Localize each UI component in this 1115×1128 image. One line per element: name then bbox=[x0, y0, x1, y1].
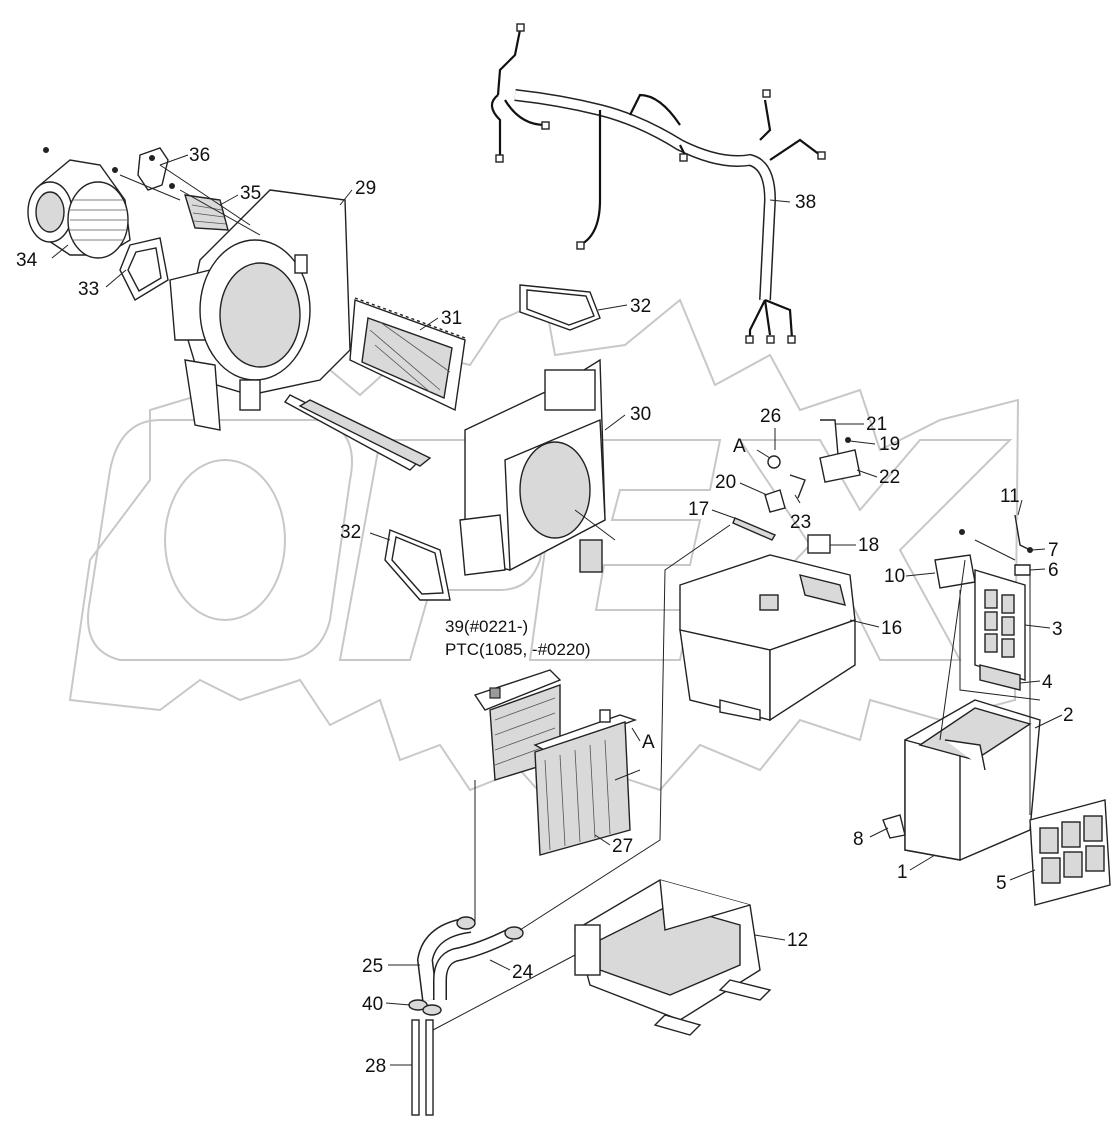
callout-32-top: 32 bbox=[630, 296, 651, 317]
callout-30: 30 bbox=[630, 404, 651, 425]
connection-lines bbox=[119, 164, 1041, 1031]
filter-element bbox=[283, 394, 432, 471]
callout-29: 29 bbox=[355, 178, 376, 199]
strip-4 bbox=[979, 664, 1021, 691]
callout-16: 16 bbox=[881, 618, 902, 639]
bracket-36 bbox=[112, 147, 175, 191]
wiring-harness-38 bbox=[490, 23, 826, 344]
callout-36: 36 bbox=[189, 145, 210, 166]
callout-23: 23 bbox=[790, 512, 811, 533]
filter-box-1 bbox=[904, 699, 1041, 861]
callout-labels: 36 35 29 34 33 31 32 30 32 38 26 21 19 2… bbox=[16, 145, 1074, 1077]
frame-31 bbox=[349, 297, 466, 412]
callout-22: 22 bbox=[879, 467, 900, 488]
ref-a-top: A bbox=[733, 436, 746, 457]
clamps-40 bbox=[408, 999, 442, 1016]
gasket-32-bottom bbox=[384, 529, 451, 601]
callout-20: 20 bbox=[715, 472, 736, 493]
callout-18: 18 bbox=[858, 535, 879, 556]
blower-motor-34 bbox=[27, 147, 131, 259]
callout-12: 12 bbox=[787, 930, 808, 951]
clip-8 bbox=[882, 814, 906, 839]
callout-40: 40 bbox=[362, 994, 383, 1015]
gasket-32-top bbox=[519, 284, 601, 331]
callout-39: 39(#0221-) bbox=[445, 617, 528, 636]
grille-5 bbox=[1029, 799, 1111, 906]
pipes-28 bbox=[411, 1019, 434, 1116]
callout-3: 3 bbox=[1052, 619, 1063, 640]
callout-32-bottom: 32 bbox=[340, 522, 361, 543]
callout-ptc: PTC(1085, -#0220) bbox=[445, 640, 591, 659]
hoses-24-25 bbox=[416, 916, 524, 1001]
callout-10: 10 bbox=[884, 566, 905, 587]
callout-4: 4 bbox=[1042, 672, 1053, 693]
callout-6: 6 bbox=[1048, 560, 1059, 581]
blower-case-29 bbox=[169, 189, 351, 431]
callout-38: 38 bbox=[795, 192, 816, 213]
actuator-parts bbox=[732, 419, 861, 554]
resistor-35 bbox=[184, 194, 229, 231]
gasket-33 bbox=[119, 237, 169, 301]
heater-core-27 bbox=[533, 709, 638, 856]
callout-17: 17 bbox=[688, 499, 709, 520]
callout-7: 7 bbox=[1048, 540, 1059, 561]
callout-35: 35 bbox=[240, 183, 261, 204]
callout-5: 5 bbox=[996, 873, 1007, 894]
callout-24: 24 bbox=[512, 962, 534, 983]
callout-8: 8 bbox=[853, 829, 864, 850]
callout-33: 33 bbox=[78, 279, 99, 300]
callout-leaders bbox=[51, 154, 1063, 1066]
callout-11: 11 bbox=[1000, 486, 1020, 507]
callout-27: 27 bbox=[612, 836, 633, 857]
heater-case-30 bbox=[459, 358, 606, 576]
drain-pan-12 bbox=[574, 879, 772, 1036]
callout-21: 21 bbox=[866, 414, 887, 435]
callout-26: 26 bbox=[760, 406, 781, 427]
callout-19: 19 bbox=[879, 434, 900, 455]
filter-frame-3 bbox=[974, 569, 1026, 681]
ref-a-bottom: A bbox=[642, 732, 655, 753]
callout-25: 25 bbox=[362, 956, 383, 977]
callout-2: 2 bbox=[1063, 705, 1074, 726]
callout-31: 31 bbox=[441, 308, 462, 329]
callout-34: 34 bbox=[16, 250, 38, 271]
evaporator-case-16 bbox=[679, 554, 856, 722]
control-parts-right bbox=[934, 514, 1033, 589]
callout-1: 1 bbox=[897, 862, 908, 883]
callout-28: 28 bbox=[365, 1056, 386, 1077]
